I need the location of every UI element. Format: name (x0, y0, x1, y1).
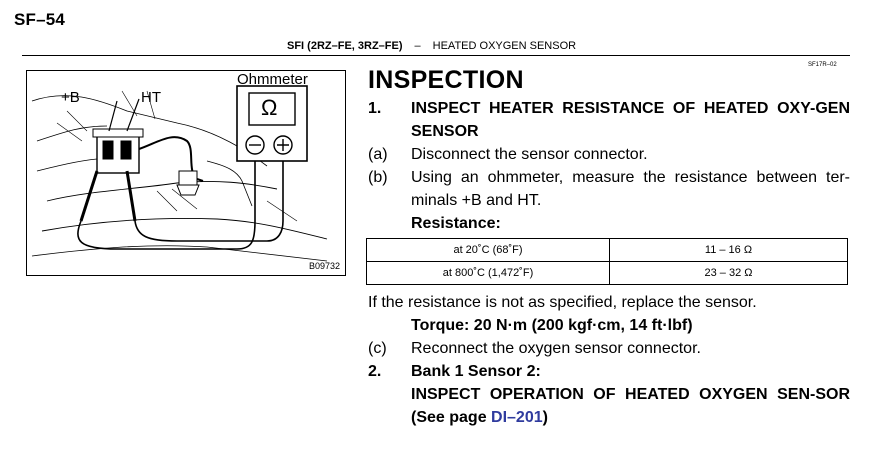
step-b: (b) Using an ohmmeter, measure the resis… (368, 166, 850, 212)
oxygen-sensor (176, 170, 200, 196)
step-2-body: INSPECT OPERATION OF HEATED OXYGEN SEN-S… (368, 383, 850, 429)
header-rule (22, 55, 850, 56)
table-row: at 800˚C (1,472˚F) 23 – 32 Ω (366, 261, 848, 285)
step-1-number: 1. (368, 100, 382, 117)
step-2-text: INSPECT OPERATION OF HEATED OXYGEN SEN-S… (411, 386, 850, 426)
step-1: 1. INSPECT HEATER RESISTANCE OF HEATED O… (368, 97, 850, 143)
section-heading: INSPECTION (368, 66, 524, 94)
step-c-text: Reconnect the oxygen sensor connector. (411, 340, 701, 357)
table-cell-condition: at 800˚C (1,472˚F) (366, 261, 610, 285)
sensor-figure: +B HT Ohmmeter Ω B09732 (26, 70, 346, 276)
terminal-b-label: +B (61, 89, 80, 106)
torque-spec: Torque: 20 N·m (200 kgf·cm, 14 ft·lbf) (411, 317, 693, 334)
step-b-letter: (b) (368, 169, 388, 186)
ohmmeter-device (236, 85, 308, 162)
page-header: SFI (2RZ–FE, 3RZ–FE)–HEATED OXYGEN SENSO… (287, 40, 576, 52)
ohm-symbol: Ω (261, 95, 278, 120)
step-2-subtitle: Bank 1 Sensor 2: (411, 363, 541, 380)
step-a-text: Disconnect the sensor connector. (411, 146, 648, 163)
resistance-label: Resistance: (411, 215, 501, 232)
step-2-close: ) (542, 409, 548, 426)
page-number: SF–54 (14, 10, 66, 29)
step-c-letter: (c) (368, 340, 387, 357)
step-a-letter: (a) (368, 146, 388, 163)
resistance-table: at 20˚C (68˚F) 11 – 16 Ω at 800˚C (1,472… (366, 238, 848, 285)
table-cell-condition: at 20˚C (68˚F) (366, 238, 610, 262)
step-2-number: 2. (368, 363, 382, 380)
table-cell-value: 23 – 32 Ω (609, 261, 848, 285)
table-row: at 20˚C (68˚F) 11 – 16 Ω (366, 238, 848, 262)
figure-code: B09732 (309, 261, 341, 271)
ohmmeter-label: Ohmmeter (237, 71, 308, 88)
step-2-text-wrap: INSPECT OPERATION OF HEATED OXYGEN SEN-S… (411, 383, 850, 429)
connector (92, 128, 144, 174)
not-spec-text: If the resistance is not as specified, r… (368, 294, 757, 311)
header-title: HEATED OXYGEN SENSOR (432, 40, 577, 52)
step-1-text: INSPECT HEATER RESISTANCE OF HEATED OXY-… (411, 100, 850, 140)
header-separator: – (414, 40, 421, 52)
step-b-text: Using an ohmmeter, measure the resistanc… (411, 169, 850, 209)
table-cell-value: 11 – 16 Ω (609, 238, 848, 262)
figure-drawing (31, 85, 328, 262)
page-link[interactable]: DI–201 (491, 409, 543, 426)
test-leads (77, 151, 284, 250)
terminal-ht-label: HT (141, 89, 161, 106)
header-section: SFI (2RZ–FE, 3RZ–FE) (287, 40, 403, 52)
reference-code: SF17R–02 (808, 62, 837, 68)
